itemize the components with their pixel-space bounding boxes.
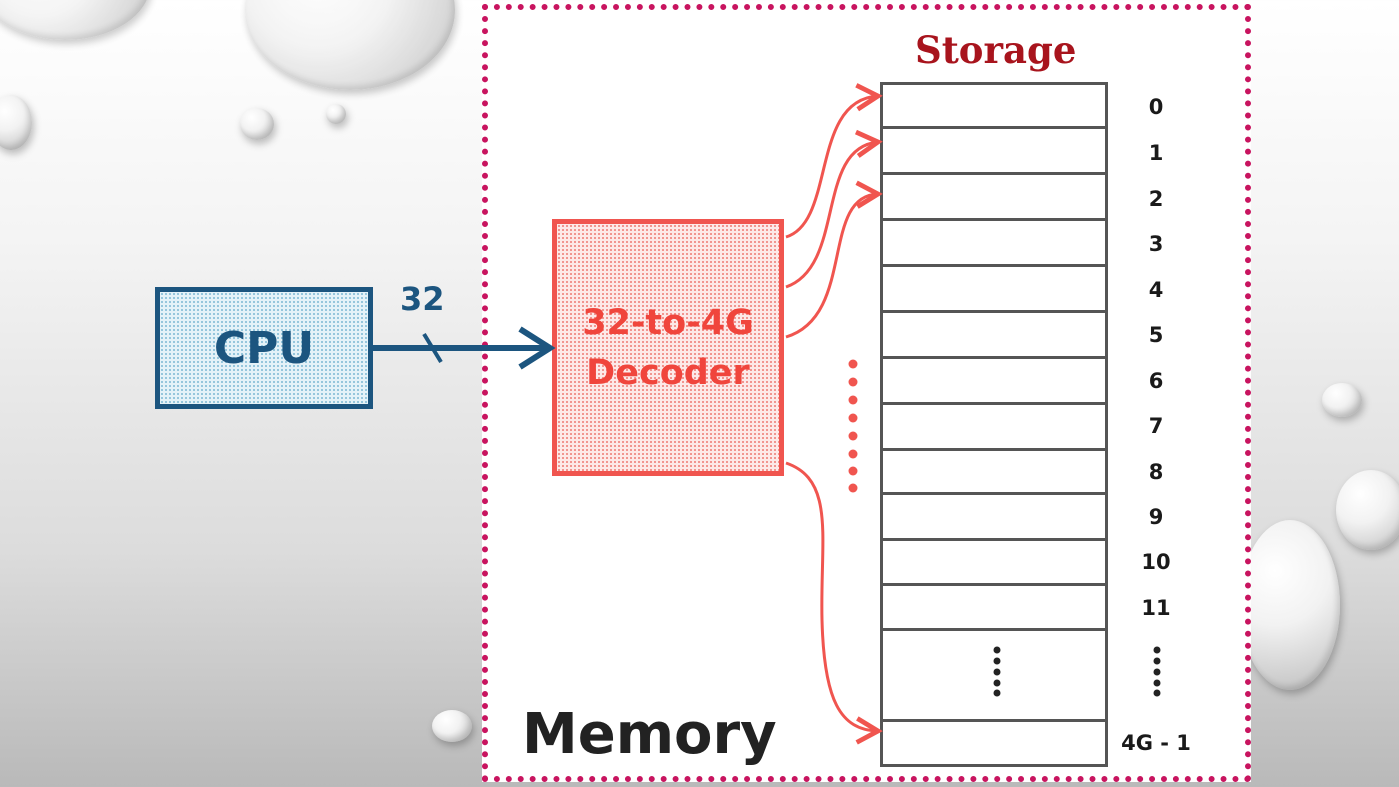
bus-width-slash [422, 332, 443, 364]
address-label: 11 [1141, 596, 1171, 620]
address-label: 4 [1148, 278, 1164, 302]
address-label: 1 [1148, 141, 1164, 165]
storage-ellipsis-cell [880, 628, 1108, 722]
address-bus-arrowhead [518, 326, 556, 370]
storage-cell [880, 538, 1108, 587]
water-drop-decoration [1336, 470, 1399, 550]
water-drop-decoration [1240, 520, 1340, 690]
address-label: 8 [1148, 460, 1164, 484]
decoder-label-line2: Decoder [586, 352, 750, 393]
address-label: 3 [1148, 232, 1164, 256]
decoder-outputs-ellipsis [848, 359, 858, 493]
water-drop-decoration [432, 710, 472, 742]
decoder-output-arrow [785, 83, 883, 239]
address-label: 5 [1148, 323, 1164, 347]
storage-cell [880, 719, 1108, 767]
cpu-label: CPU [213, 322, 315, 374]
water-drop-decoration [1322, 383, 1362, 417]
memory-label: Memory [522, 702, 777, 767]
storage-cell [880, 218, 1108, 267]
storage-cell [880, 310, 1108, 359]
last-address-label: 4G - 1 [1121, 731, 1191, 755]
address-label: 9 [1148, 505, 1164, 529]
address-label: 2 [1148, 187, 1164, 211]
decoder-label-line1: 32-to-4G [582, 302, 754, 343]
address-label: 10 [1141, 550, 1171, 574]
address-label: 0 [1148, 95, 1164, 119]
address-label: 6 [1148, 369, 1164, 393]
water-drop-decoration [240, 108, 274, 140]
address-ellipsis [1153, 646, 1161, 697]
storage-cell [880, 356, 1108, 405]
bus-width-label: 32 [400, 280, 445, 318]
cpu-block: CPU [155, 287, 373, 409]
storage-title: Storage [915, 28, 1077, 72]
address-label: 7 [1148, 414, 1164, 438]
storage-cell [880, 583, 1108, 632]
storage-cell [880, 492, 1108, 541]
water-drop-decoration [326, 104, 346, 124]
decoder-output-arrow [785, 129, 883, 289]
decoder-output-arrow [785, 461, 883, 745]
storage-ellipsis [993, 646, 1001, 697]
decoder-output-arrow [785, 180, 883, 339]
storage-cell [880, 402, 1108, 451]
